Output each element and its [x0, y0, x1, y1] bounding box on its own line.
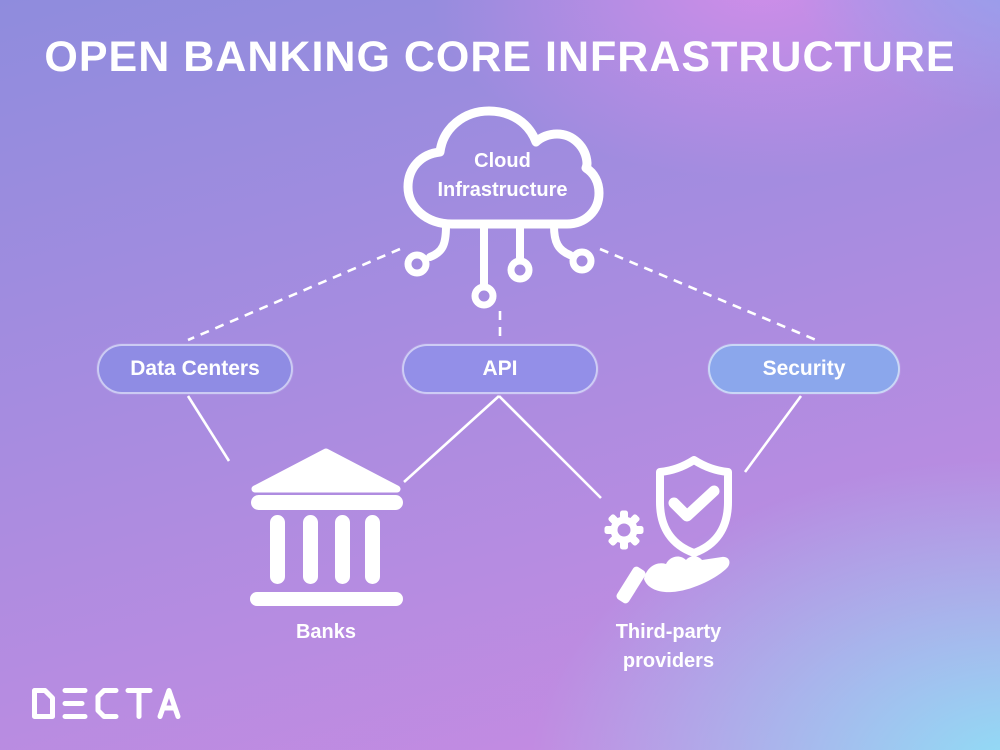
cloud-label-line1: Cloud — [474, 150, 531, 172]
tpp-label-line1: Third-party — [615, 621, 722, 643]
third-party-providers-node-label: Third-party providers — [586, 618, 751, 676]
edge-data-centers-banks — [186, 395, 231, 462]
logo-letter-d — [32, 688, 55, 719]
cloud-connector-lines — [426, 222, 574, 288]
logo-letter-e — [62, 688, 88, 719]
cloud-label-line2: Infrastructure — [437, 179, 568, 201]
logo-letter-t — [125, 688, 153, 719]
edge-api-third-party — [498, 395, 602, 499]
gear-icon — [604, 510, 644, 550]
node-pill-api: API — [402, 344, 598, 394]
decta-logo — [32, 688, 181, 719]
edge-api-banks — [403, 395, 500, 483]
edge-cloud-data-centers — [187, 247, 401, 342]
shield-check-icon — [656, 456, 732, 557]
page-title: OPEN BANKING CORE INFRASTRUCTURE — [44, 33, 956, 81]
node-pill-data-centers: Data Centers — [97, 344, 293, 394]
banks-node-label: Banks — [295, 621, 357, 643]
pill-label: Data Centers — [130, 357, 260, 380]
hand-icon — [616, 556, 730, 604]
logo-letter-a — [157, 688, 181, 719]
edge-cloud-security — [599, 247, 817, 342]
tpp-label-line2: providers — [622, 650, 715, 672]
cloud-icon — [403, 106, 604, 309]
pill-label: API — [482, 357, 518, 380]
pill-label: Security — [762, 357, 846, 380]
edge-security-third-party — [743, 395, 803, 473]
cloud-connector-nodes — [404, 248, 595, 309]
cloud-node-label: Cloud Infrastructure — [405, 147, 600, 205]
bank-icon — [250, 448, 403, 606]
node-pill-security: Security — [708, 344, 900, 394]
logo-letter-c — [95, 688, 119, 719]
